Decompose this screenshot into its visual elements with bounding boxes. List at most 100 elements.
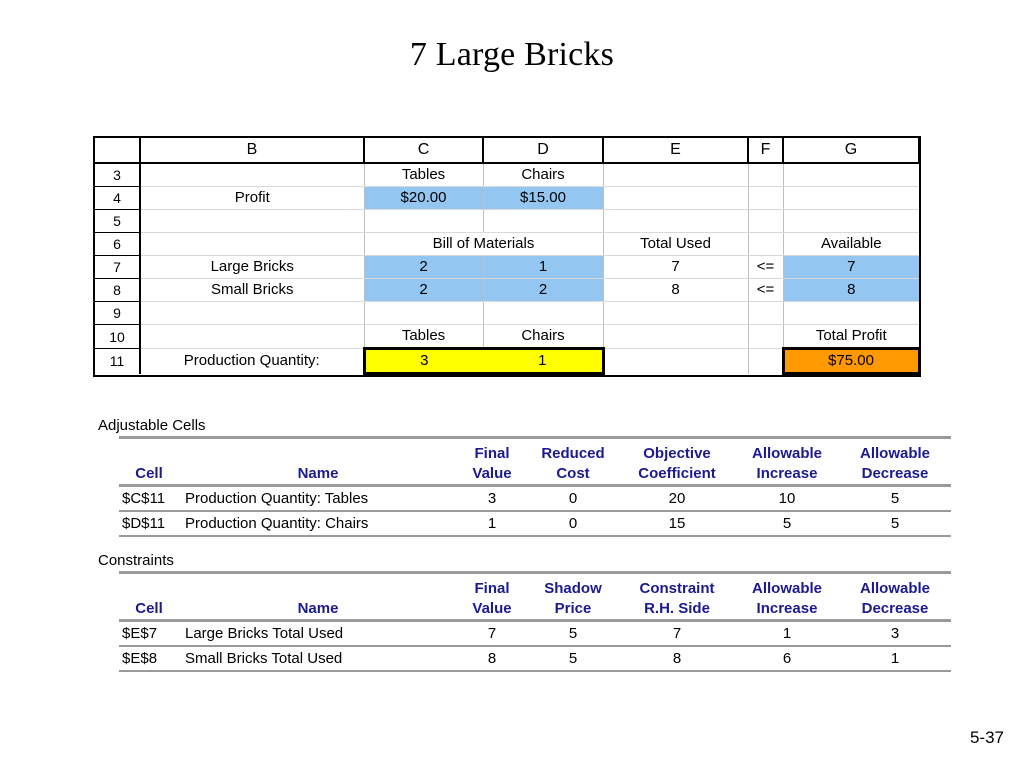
cell-b6[interactable]: [140, 232, 365, 256]
cell-e6[interactable]: Total Used: [603, 232, 749, 256]
cell-d10[interactable]: Chairs: [483, 324, 604, 349]
cell-d11-decision-variable[interactable]: 1: [483, 347, 605, 375]
adjustable-header-final: Final: [457, 436, 527, 464]
constraints-row-1-allowable-decrease: 1: [839, 646, 951, 672]
cell-b8[interactable]: Small Bricks: [140, 278, 365, 302]
cell-f10[interactable]: [748, 324, 784, 349]
column-header-c: C: [364, 138, 484, 164]
cell-c9[interactable]: [364, 301, 484, 325]
row-header-6: 6: [95, 232, 141, 256]
cell-g6[interactable]: Available: [783, 232, 919, 256]
cell-f4[interactable]: [748, 186, 784, 210]
cell-f8[interactable]: <=: [748, 278, 784, 302]
adjustable-header-increase: Increase: [735, 464, 839, 487]
cell-d5[interactable]: [483, 209, 604, 233]
adjustable-header-allowable-inc: Allowable: [735, 436, 839, 464]
row-header-7: 7: [95, 255, 141, 279]
row-header-10: 10: [95, 324, 141, 349]
cell-f7[interactable]: <=: [748, 255, 784, 279]
table-row: 6 Bill of Materials Total Used Available: [95, 232, 919, 256]
cell-f3[interactable]: [748, 163, 784, 187]
constraints-row-1-final-value: 8: [457, 646, 527, 672]
constraints-header-increase: Increase: [735, 599, 839, 622]
constraints-header-name: Name: [179, 599, 457, 622]
cell-e10[interactable]: [603, 324, 749, 349]
adjustable-row-0-allowable-decrease: 5: [839, 485, 951, 512]
cell-g8[interactable]: 8: [783, 278, 919, 302]
constraints-header-shadow: Shadow: [527, 571, 619, 599]
adjustable-header-cell: Cell: [119, 464, 179, 487]
cell-e7[interactable]: 7: [603, 255, 749, 279]
cell-g11-total-profit[interactable]: $75.00: [781, 347, 921, 375]
cell-e5[interactable]: [603, 209, 749, 233]
adjustable-row-0-objective-coefficient: 20: [619, 485, 735, 512]
cell-g3[interactable]: [783, 163, 919, 187]
cell-g9[interactable]: [783, 301, 919, 325]
column-header-e: E: [603, 138, 749, 164]
cell-e8[interactable]: 8: [603, 278, 749, 302]
constraints-row-1-cell: $E$8: [119, 646, 179, 672]
cell-d3[interactable]: Chairs: [483, 163, 604, 187]
cell-e3[interactable]: [603, 163, 749, 187]
constraints-header-final: Final: [457, 571, 527, 599]
cell-c7[interactable]: 2: [364, 255, 484, 279]
row-header-11: 11: [95, 348, 141, 374]
adjustable-cells-table: Final Reduced Objective Allowable Allowa…: [119, 436, 951, 537]
adjustable-header-objective: Objective: [619, 436, 735, 464]
cell-b10[interactable]: [140, 324, 365, 349]
cell-f9[interactable]: [748, 301, 784, 325]
adjustable-row-0-final-value: 3: [457, 485, 527, 512]
constraints-header-cell-spacer-1: [119, 571, 179, 599]
constraints-header-constraint: Constraint: [619, 571, 735, 599]
cell-b7[interactable]: Large Bricks: [140, 255, 365, 279]
cell-g7[interactable]: 7: [783, 255, 919, 279]
table-row: 3 Tables Chairs: [95, 163, 919, 187]
constraints-table: Final Shadow Constraint Allowable Allowa…: [119, 571, 951, 672]
cell-b11[interactable]: Production Quantity:: [140, 348, 365, 374]
page-title: 7 Large Bricks: [409, 36, 615, 73]
cell-d7[interactable]: 1: [483, 255, 604, 279]
constraints-row-0-rh-side: 7: [619, 620, 735, 647]
table-row: 7 Large Bricks 2 1 7 <= 7: [95, 255, 919, 279]
cell-c8[interactable]: 2: [364, 278, 484, 302]
cell-d4[interactable]: $15.00: [483, 186, 604, 210]
cell-d8[interactable]: 2: [483, 278, 604, 302]
cell-f6[interactable]: [748, 232, 784, 256]
page-number: 5-37: [969, 728, 1004, 747]
constraints-row-1-rh-side: 8: [619, 646, 735, 672]
constraints-header-decrease: Decrease: [839, 599, 951, 622]
cell-b9[interactable]: [140, 301, 365, 325]
constraints-row-0-shadow-price: 5: [527, 620, 619, 647]
cell-c10[interactable]: Tables: [364, 324, 484, 349]
cell-g10[interactable]: Total Profit: [783, 324, 919, 349]
cell-c6-bill-of-materials[interactable]: Bill of Materials: [364, 232, 604, 256]
cell-b5[interactable]: [140, 209, 365, 233]
constraints-header-allowable-inc: Allowable: [735, 571, 839, 599]
cell-c11-decision-variable[interactable]: 3: [362, 347, 483, 375]
cell-d9[interactable]: [483, 301, 604, 325]
table-row: $E$7 Large Bricks Total Used 7 5 7 1 3: [119, 620, 951, 647]
constraints-header-value: Value: [457, 599, 527, 622]
cell-e9[interactable]: [603, 301, 749, 325]
cell-g4[interactable]: [783, 186, 919, 210]
cell-b3[interactable]: [140, 163, 365, 187]
adjustable-header-cell-spacer-2: [179, 436, 457, 464]
constraints-row-0-cell: $E$7: [119, 620, 179, 647]
cell-g5[interactable]: [783, 209, 919, 233]
column-header-f: F: [748, 138, 784, 164]
constraints-header-row-1: Final Shadow Constraint Allowable Allowa…: [119, 571, 951, 599]
constraints-header-rh-side: R.H. Side: [619, 599, 735, 622]
cell-f11[interactable]: [748, 348, 784, 374]
constraints-header-row-2: Cell Name Value Price R.H. Side Increase…: [119, 599, 951, 622]
adjustable-header-cost: Cost: [527, 464, 619, 487]
cell-c5[interactable]: [364, 209, 484, 233]
cell-c3[interactable]: Tables: [364, 163, 484, 187]
table-row: $D$11 Production Quantity: Chairs 1 0 15…: [119, 511, 951, 537]
cell-e11[interactable]: [603, 348, 749, 374]
cell-b4[interactable]: Profit: [140, 186, 365, 210]
constraints-header-cell: Cell: [119, 599, 179, 622]
cell-e4[interactable]: [603, 186, 749, 210]
cell-c4[interactable]: $20.00: [364, 186, 484, 210]
constraints-row-1-shadow-price: 5: [527, 646, 619, 672]
cell-f5[interactable]: [748, 209, 784, 233]
